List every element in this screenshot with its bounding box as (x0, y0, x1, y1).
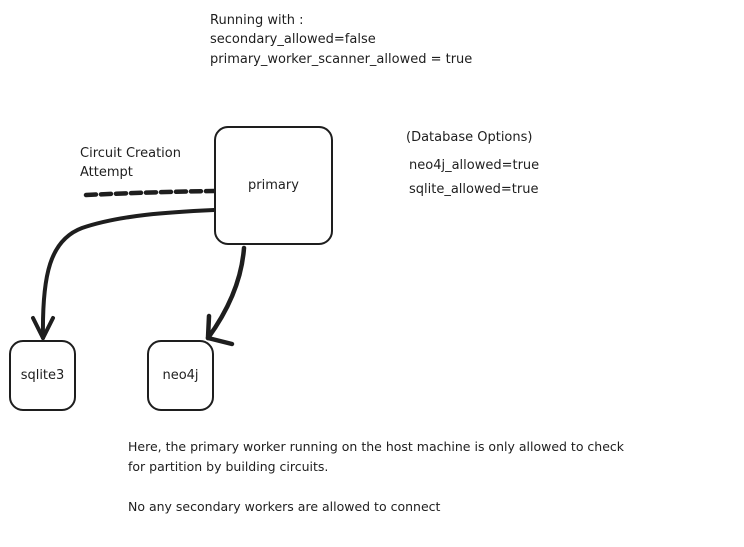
arrow-head-sqlite-icon (31, 316, 55, 340)
node-neo4j-label: neo4j (162, 367, 199, 383)
arrow-primary-to-sqlite (40, 208, 216, 340)
database-options-title: (Database Options) (406, 130, 533, 145)
arrow-head-neo4j-icon (205, 313, 235, 347)
footer-line1: Here, the primary worker running on the … (128, 439, 625, 454)
node-sqlite3-label: sqlite3 (20, 367, 65, 383)
circuit-attempt-dashed-line (83, 188, 217, 198)
arrow-primary-to-neo4j (205, 245, 247, 341)
running-with-primary-scanner-allowed: primary_worker_scanner_allowed = true (210, 52, 473, 67)
node-neo4j: neo4j (147, 340, 214, 411)
database-options-neo4j-allowed: neo4j_allowed=true (409, 158, 540, 173)
circuit-attempt-label-line2: Attempt (80, 165, 133, 180)
node-primary-label: primary (248, 177, 299, 193)
circuit-attempt-label-line1: Circuit Creation (80, 146, 181, 161)
node-primary: primary (214, 126, 333, 245)
footer-line3: No any secondary workers are allowed to … (128, 499, 441, 514)
running-with-secondary-allowed: secondary_allowed=false (210, 32, 376, 47)
footer-line2: for partition by building circuits. (128, 459, 329, 474)
node-sqlite3: sqlite3 (9, 340, 76, 411)
running-with-title: Running with : (210, 13, 304, 28)
database-options-sqlite-allowed: sqlite_allowed=true (409, 182, 539, 197)
